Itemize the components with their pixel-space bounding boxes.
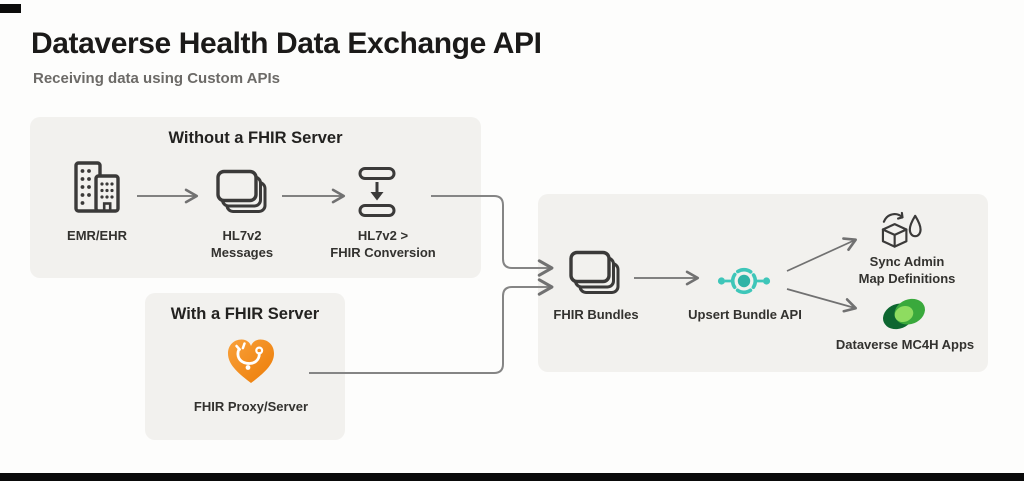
dataverse-logo-icon bbox=[883, 298, 925, 330]
node-label-fhir-bundles: FHIR Bundles bbox=[553, 307, 639, 322]
group-title-without-fhir: Without a FHIR Server bbox=[168, 129, 343, 147]
top-left-mark bbox=[0, 4, 21, 13]
node-label-fhir-proxy-server: FHIR Proxy/Server bbox=[193, 399, 309, 414]
fhir-heart-icon bbox=[228, 339, 274, 383]
node-label-hl7v2-fhir-conversion: HL7v2 > FHIR Conversion bbox=[330, 228, 436, 260]
node-label-emr-ehr: EMR/EHR bbox=[67, 228, 127, 243]
node-label-upsert-bundle-api: Upsert Bundle API bbox=[688, 307, 802, 322]
node-label-hl7v2-messages: HL7v2 Messages bbox=[210, 228, 274, 260]
stacked-messages-icon bbox=[569, 250, 620, 294]
buildings-icon bbox=[74, 161, 120, 213]
bottom-bar bbox=[0, 473, 1024, 481]
connector-proxy-to-bundles bbox=[309, 278, 554, 374]
cube-sync-drop-icon bbox=[881, 211, 922, 248]
page-title: Dataverse Health Data Exchange API bbox=[31, 27, 542, 60]
stacked-messages-icon bbox=[216, 169, 267, 213]
convert-arrow-icon bbox=[358, 167, 396, 217]
page-subtitle: Receiving data using Custom APIs bbox=[33, 70, 280, 87]
node-label-dataverse-mc4h-apps: Dataverse MC4H Apps bbox=[835, 337, 975, 352]
group-title-with-fhir: With a FHIR Server bbox=[170, 305, 320, 323]
api-endpoint-icon bbox=[717, 267, 771, 295]
node-label-sync-admin-map-definitions: Sync Admin Map Definitions bbox=[858, 254, 956, 286]
